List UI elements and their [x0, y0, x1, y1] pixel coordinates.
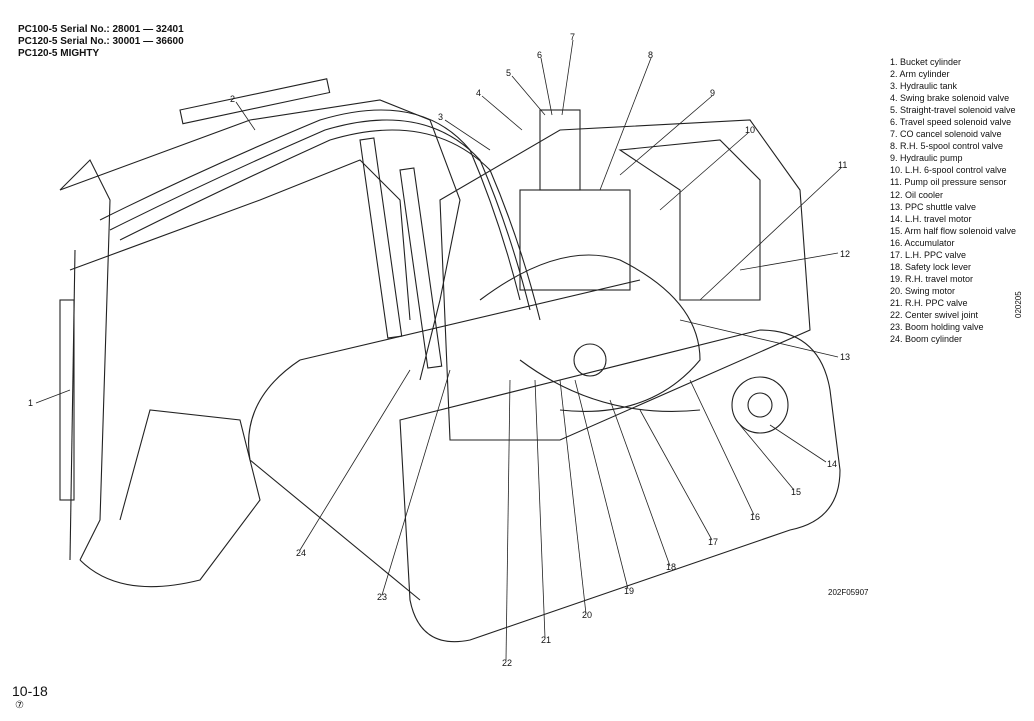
legend-item: 1. Bucket cylinder [890, 57, 962, 67]
callout-20: 20 [582, 610, 592, 620]
legend-item: 2. Arm cylinder [890, 69, 950, 80]
hose-bundle-2 [109, 119, 531, 311]
legend-item: 3. Hydraulic tank [890, 81, 958, 92]
hose-bundle-1 [99, 109, 521, 301]
legend-item: 16. Accumulator [890, 237, 955, 248]
legend-item: 4. Swing brake solenoid valve [890, 93, 1010, 104]
callout-24: 24 [296, 548, 306, 558]
legend-item: 13. PPC shuttle valve [890, 201, 977, 212]
callout-17: 17 [708, 537, 718, 547]
callout-6: 6 [537, 50, 542, 60]
legend-item: 5. Straight-travel solenoid valve [890, 105, 1016, 116]
oil-cooler-box [618, 139, 761, 301]
revision-mark: ⑦ [15, 700, 24, 711]
legend-item: 21. R.H. PPC valve [890, 297, 968, 308]
travel-motor [731, 376, 789, 434]
callout-14: 14 [827, 459, 837, 469]
callout-numbers: 1 2 3 4 5 6 7 8 9 10 11 12 13 14 15 16 1… [28, 32, 850, 668]
boom-cylinder-left [359, 137, 403, 339]
hose-loop [479, 254, 701, 412]
callout-12: 12 [840, 249, 850, 259]
legend-item: 7. CO cancel solenoid valve [890, 129, 1002, 140]
figure-code: 202F05907 [828, 588, 869, 597]
callout-2: 2 [230, 94, 235, 104]
callout-15: 15 [791, 487, 801, 497]
upper-structure [439, 119, 811, 441]
legend-item: 8. R.H. 5-spool control valve [890, 141, 1004, 152]
callout-21: 21 [541, 635, 551, 645]
page-number: 10-18 [12, 683, 48, 699]
callout-1: 1 [28, 398, 33, 408]
callout-7: 7 [570, 32, 575, 42]
legend-item: 19. R.H. travel motor [890, 273, 974, 284]
callout-10: 10 [745, 125, 755, 135]
boom-cylinder-right [399, 167, 443, 369]
hose-lower [519, 359, 701, 412]
callout-11: 11 [838, 160, 847, 170]
header-line-2: PC120-5 Serial No.: 30001 — 36600 [18, 36, 184, 47]
callout-13: 13 [840, 352, 850, 362]
arm-outline [59, 159, 111, 561]
legend-item: 18. Safety lock lever [890, 261, 972, 272]
track-left-lower [249, 459, 421, 601]
legend-item: 11. Pump oil pressure sensor [890, 177, 1007, 188]
leader-lines [35, 39, 842, 661]
legend-item: 24. Boom cylinder [890, 334, 963, 345]
callout-19: 19 [624, 586, 634, 596]
model-serial-header: PC100-5 Serial No.: 28001 — 32401 PC120-… [18, 24, 184, 60]
callout-23: 23 [377, 592, 387, 602]
bucket-cylinder [59, 299, 75, 501]
parts-legend: 1. Bucket cylinder 2. Arm cylinder 3. Hy… [890, 56, 1016, 345]
control-valve-cluster [519, 189, 631, 291]
travel-motor-hub [747, 392, 773, 418]
callout-4: 4 [476, 88, 481, 98]
side-code: 020205 [1014, 291, 1023, 318]
track-left-outline [248, 279, 641, 461]
legend-item: 10. L.H. 6-spool control valve [890, 165, 1007, 176]
swing-motor [573, 343, 607, 377]
hose-bundle-3 [119, 129, 541, 321]
header-line-3: PC120-5 MIGHTY [18, 48, 100, 59]
callout-18: 18 [666, 562, 676, 572]
callout-22: 22 [502, 658, 512, 668]
legend-item: 14. L.H. travel motor [890, 213, 972, 224]
legend-item: 12. Oil cooler [890, 189, 944, 200]
legend-item: 20. Swing motor [890, 285, 956, 296]
solenoid-valve-block [539, 109, 581, 191]
legend-item: 17. L.H. PPC valve [890, 249, 967, 260]
legend-item: 23. Boom holding valve [890, 322, 984, 333]
track-right-outline [399, 329, 841, 643]
callout-3: 3 [438, 112, 443, 122]
legend-item: 6. Travel speed solenoid valve [890, 117, 1012, 128]
callout-9: 9 [710, 88, 715, 98]
header-line-1: PC100-5 Serial No.: 28001 — 32401 [18, 24, 184, 35]
arm-cylinder [179, 78, 331, 125]
callout-5: 5 [506, 68, 511, 78]
legend-item: 9. Hydraulic pump [890, 153, 963, 164]
legend-item: 15. Arm half flow solenoid valve [890, 225, 1017, 236]
boom-bottom [69, 159, 411, 321]
callout-16: 16 [750, 512, 760, 522]
callout-8: 8 [648, 50, 653, 60]
legend-item: 22. Center swivel joint [890, 309, 979, 320]
bucket-outline [79, 409, 261, 588]
